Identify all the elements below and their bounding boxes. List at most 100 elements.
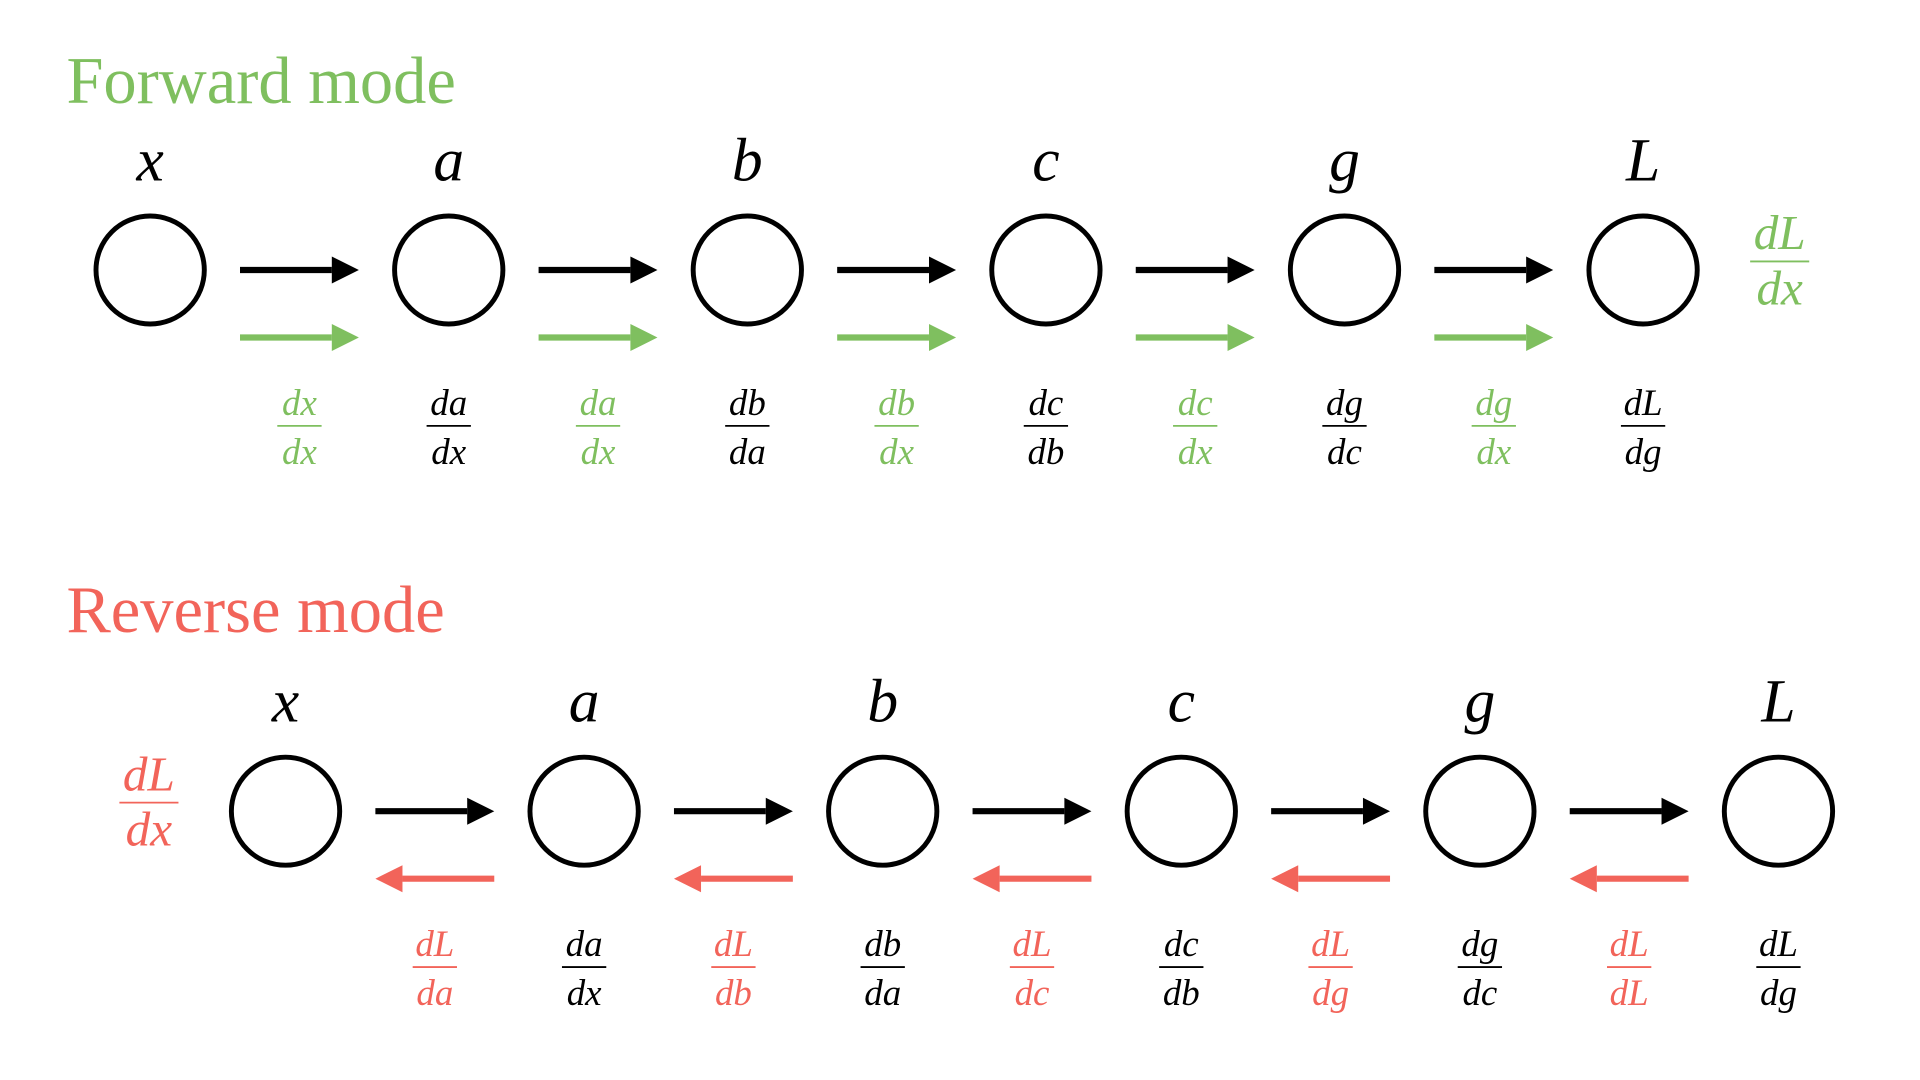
gradient-arrow [1271,865,1391,893]
node-circle-b [690,213,804,327]
arrow-head [1569,865,1597,893]
forward-mode-title: Forward mode [66,45,455,118]
node-label-b: b [867,668,898,736]
node-circle-a [527,754,641,868]
numerator: dL [1610,923,1649,964]
numerator: da [580,382,617,423]
node-label-g: g [1329,126,1360,194]
node-label-g: g [1464,668,1495,736]
numerator: dL [415,923,454,964]
denominator: dg [1625,431,1662,472]
arrow-head [1227,256,1255,284]
arrow-head [1362,797,1391,825]
reverse-mode-title: Reverse mode [66,574,444,647]
numerator: dL [1754,205,1806,260]
denominator: db [1163,972,1200,1013]
numerator: dg [1326,382,1363,423]
derivative-arrow [1434,324,1554,351]
arrow-head [1661,797,1689,825]
denominator: dc [1327,431,1362,472]
numerator: dL [1759,923,1798,964]
forward-edge-arrow [837,256,957,284]
local-derivative-fraction: dL dg [1620,382,1666,472]
numerator: db [878,382,915,423]
numerator: dL [123,746,175,801]
local-derivative-fraction: dc db [1023,382,1069,472]
denominator: dx [1756,260,1803,315]
denominator: dx [581,431,616,472]
arrow-head [765,797,793,825]
numerator: da [430,382,467,423]
local-derivative-fraction: da dx [426,382,471,472]
denominator: dx [1476,431,1511,472]
denominator: dx [126,802,173,857]
edge-derivative-fraction: dL dL [1607,923,1652,1013]
arrow-head [1526,324,1554,351]
numerator: dL [1624,382,1663,423]
node-circle-x [228,754,343,868]
node-circle-c [1124,754,1238,868]
edge-derivative-fraction: db dx [874,382,919,472]
forward-edge-arrow [1569,797,1689,825]
numerator: dL [1311,923,1350,964]
node-circle-b [826,754,940,868]
denominator: db [1027,431,1064,472]
arrow-head [1271,865,1299,893]
denominator: dx [431,431,466,472]
denominator: da [416,972,453,1013]
arrow-head [928,256,957,284]
node-circle-L [1721,754,1836,868]
local-derivative-fraction: dg dc [1322,382,1367,472]
numerator: db [864,923,901,964]
denominator: dx [879,431,914,472]
forward-edge-arrow [1135,256,1255,284]
edge-derivative-fraction: da dx [575,382,621,472]
arrow-head [375,865,403,893]
denominator: dL [1610,972,1649,1013]
denominator: dg [1312,972,1349,1013]
node-label-c: c [1168,668,1195,736]
forward-edge-arrow [1271,797,1391,825]
node-label-L: L [1760,668,1795,736]
node-label-a: a [433,126,464,194]
edge-derivative-fraction: dL dg [1308,923,1353,1013]
numerator: dc [1028,382,1063,423]
node-label-c: c [1032,126,1059,194]
forward-edge-arrow [538,256,658,284]
gradient-arrow [1569,865,1689,893]
node-label-b: b [732,126,763,194]
forward-edge-arrow [673,797,793,825]
edge-derivative-fraction: dL da [412,923,457,1013]
node-label-L: L [1625,126,1660,194]
arrow-head [928,324,957,351]
numerator: dL [714,923,753,964]
node-label-x: x [135,126,163,194]
forward-edge-arrow [375,797,495,825]
denominator: dc [1015,972,1050,1013]
gradient-arrow [972,865,1092,893]
arrow-head [331,256,359,284]
node-label-x: x [271,668,299,736]
denominator: dc [1462,972,1497,1013]
numerator: db [729,382,766,423]
node-circle-g [1287,213,1402,327]
gradient-arrow [375,865,495,893]
arrow-head [1526,256,1554,284]
numerator: dx [282,382,317,423]
forward-edge-arrow [240,256,359,284]
denominator: dx [282,431,317,472]
arrow-head [1227,324,1255,351]
